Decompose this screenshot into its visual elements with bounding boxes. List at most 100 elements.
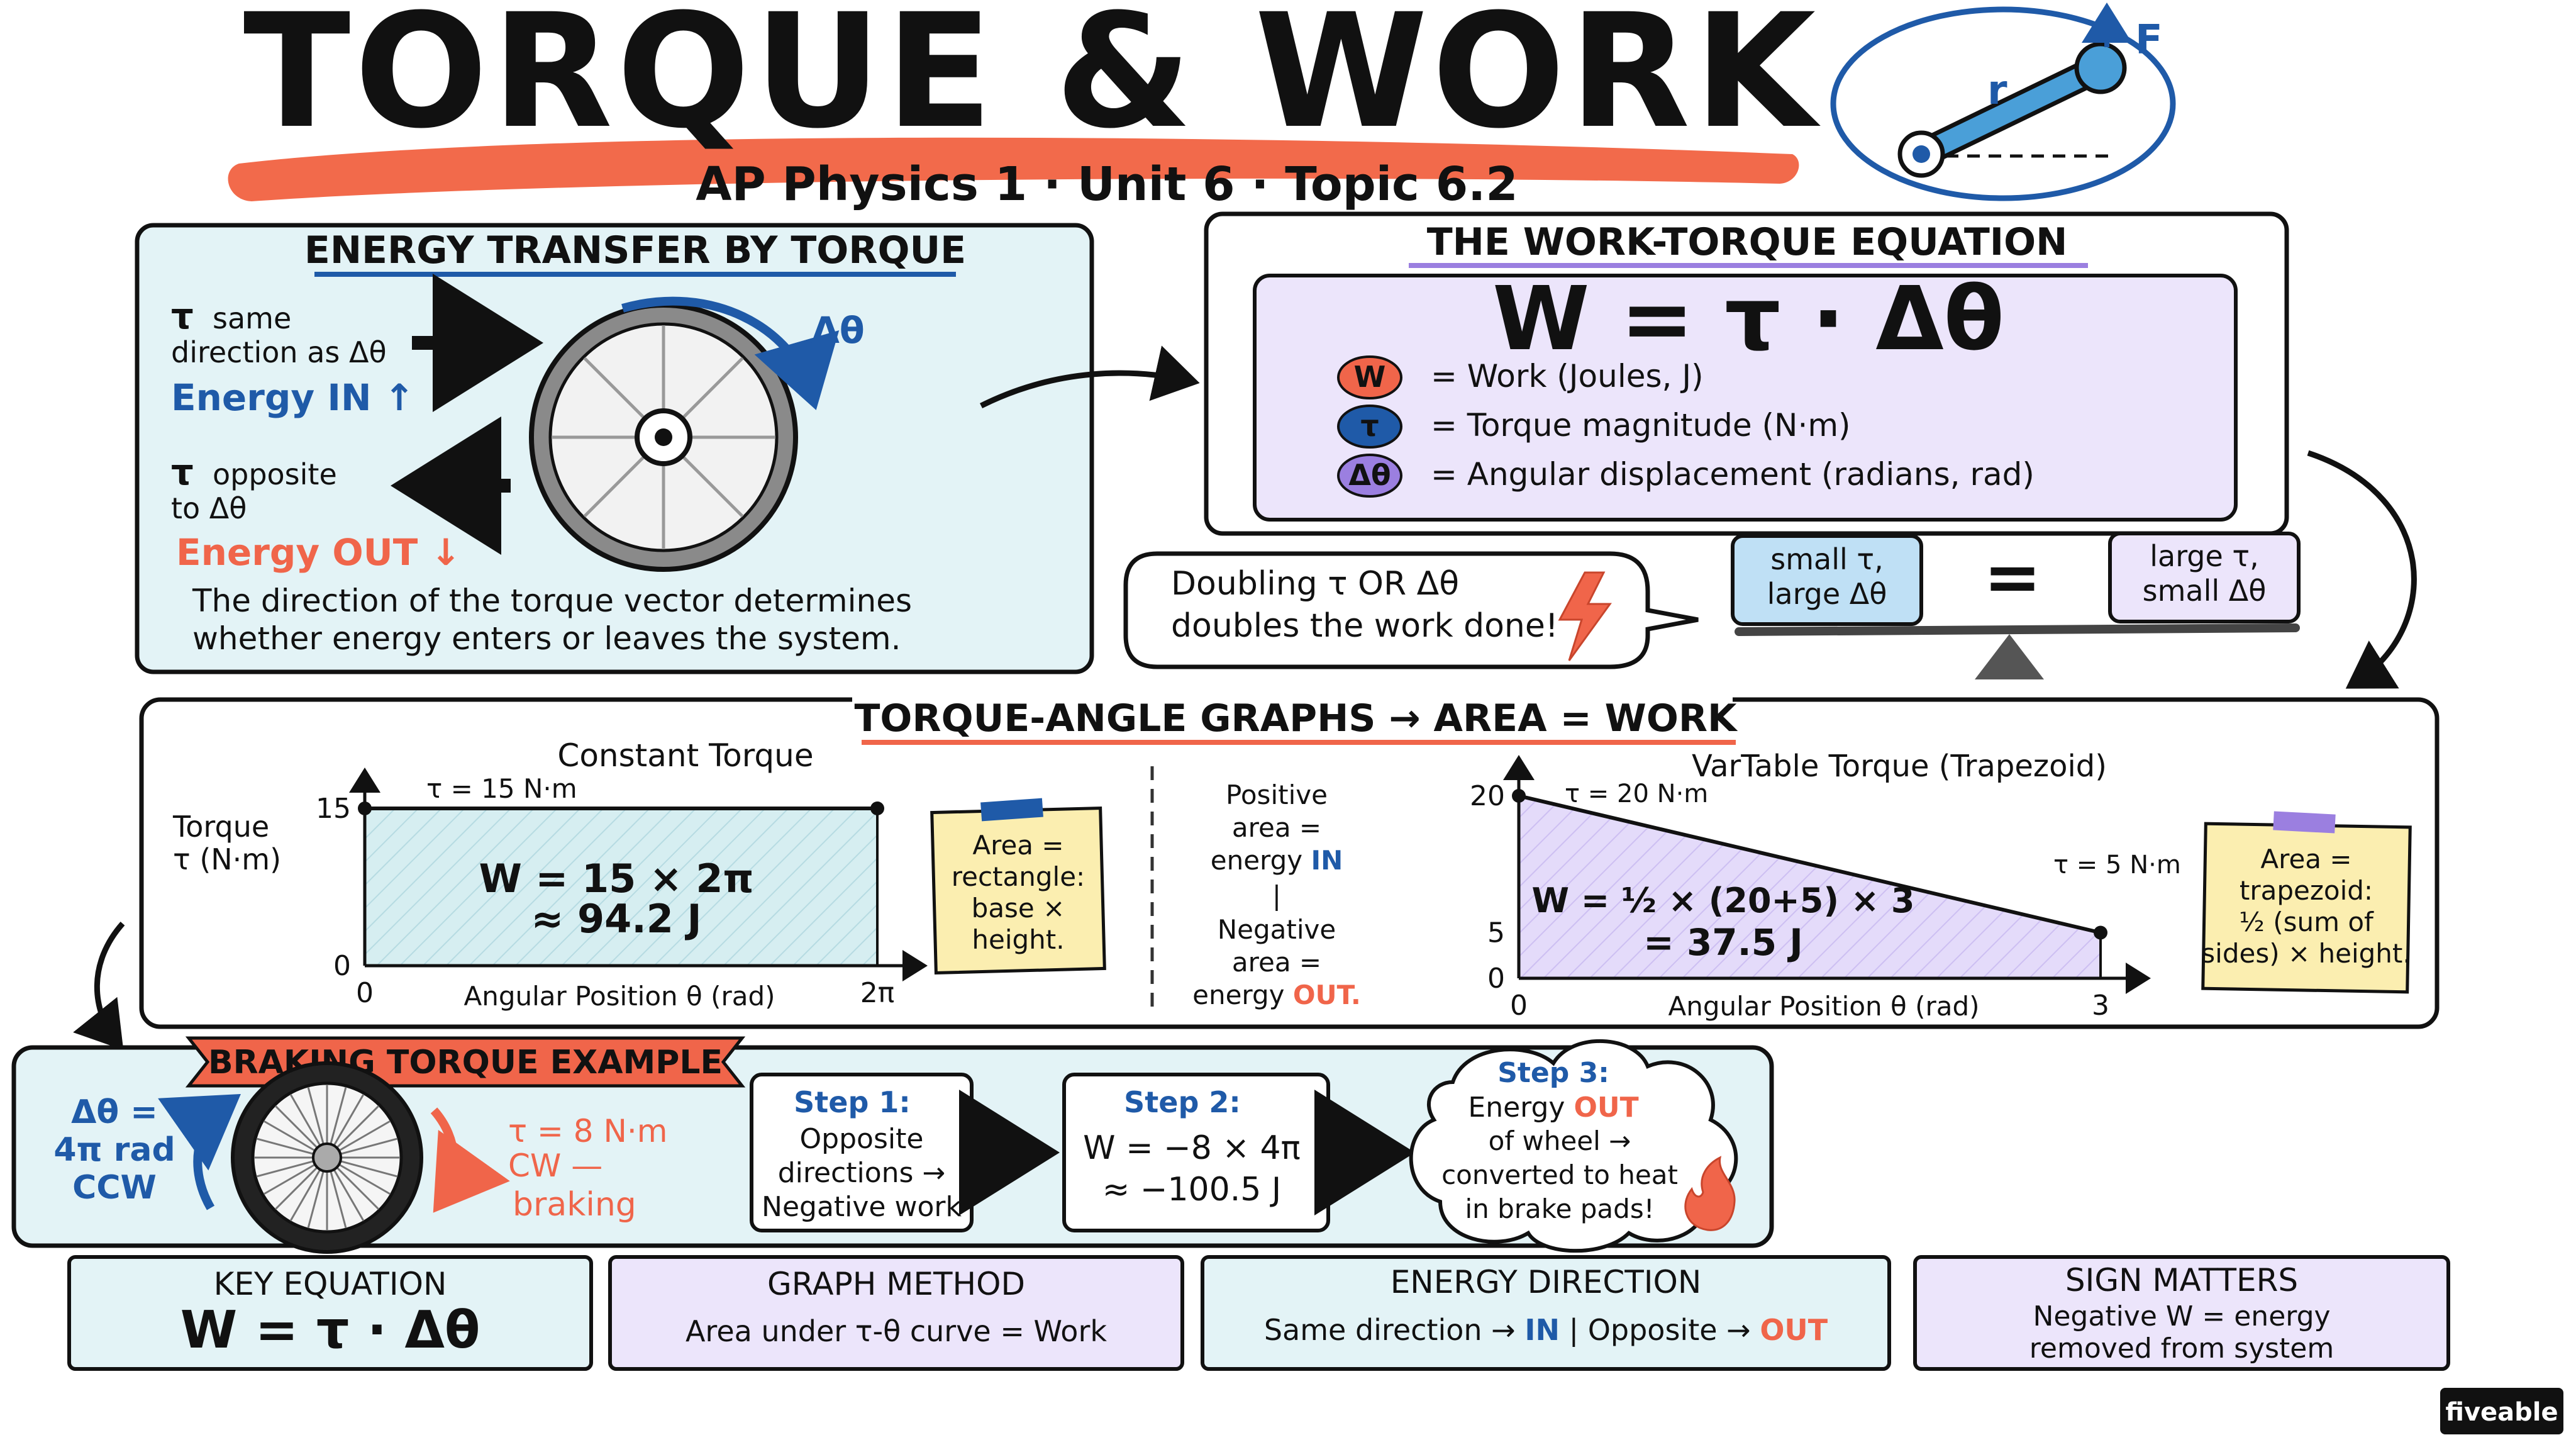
constant-tau-label: τ = 15 N·m bbox=[426, 773, 577, 804]
equation-panel-title: THE WORK-TORQUE EQUATION bbox=[1427, 220, 2068, 264]
summary3-body-pre: Same direction → bbox=[1264, 1313, 1525, 1347]
braking-dtheta-line2: 4π rad bbox=[53, 1131, 175, 1169]
balance-equals: = bbox=[1984, 537, 2041, 617]
variable-xlabel: Angular Position θ (rad) bbox=[1668, 991, 1979, 1022]
energy-note-line2: whether energy enters or leaves the syst… bbox=[192, 620, 901, 657]
doubling-line2: doubles the work done! bbox=[1171, 607, 1558, 645]
braking-tau-line2: CW — bbox=[508, 1148, 602, 1184]
variable-work-line2: = 37.5 J bbox=[1643, 921, 1803, 964]
step3-line1: Energy OUT bbox=[1468, 1092, 1638, 1124]
opposite-line2: to Δθ bbox=[171, 491, 247, 525]
text-line: Area = bbox=[972, 830, 1063, 861]
summary1-body: W = τ · Δθ bbox=[180, 1300, 480, 1360]
same-direction-line1: same bbox=[213, 301, 291, 335]
force-label: F bbox=[2135, 17, 2163, 64]
variable-tau-end-label: τ = 5 N·m bbox=[2053, 851, 2181, 880]
brand-logo: fiveable bbox=[2445, 1398, 2558, 1427]
summary3-body: Same direction → IN | Opposite → OUT bbox=[1264, 1313, 1828, 1348]
fire-icon bbox=[1684, 1156, 1736, 1231]
doubling-line1: Doubling τ OR Δθ bbox=[1171, 565, 1459, 603]
torque-line bbox=[1518, 794, 2101, 935]
equation-title-bg bbox=[1406, 216, 2088, 262]
equation-definitions: W= Work (Joules, J)τ= Torque magnitude (… bbox=[1337, 355, 2035, 498]
rotation-circle bbox=[1830, 6, 2176, 201]
connector-arrow bbox=[979, 345, 1200, 409]
constant-work-line1: W = 15 × 2π bbox=[479, 856, 753, 902]
summary3-title: ENERGY DIRECTION bbox=[1391, 1264, 1702, 1300]
text-line: ≈ −100.5 J bbox=[1102, 1171, 1281, 1209]
step3-line1-pre: Energy bbox=[1468, 1092, 1574, 1124]
x-tick-label: 0 bbox=[1510, 990, 1528, 1022]
variable-work-line1: W = ½ × (20+5) × 3 bbox=[1532, 881, 1915, 920]
summary3-body-mid: | Opposite → bbox=[1560, 1313, 1760, 1348]
page-subtitle: AP Physics 1 · Unit 6 · Topic 6.2 bbox=[696, 157, 1518, 211]
braking-wheel bbox=[231, 1061, 423, 1254]
data-point bbox=[1512, 789, 1526, 803]
text-line: ½ (sum of bbox=[2239, 907, 2374, 937]
y-tick-label: 20 bbox=[1470, 780, 1505, 812]
opposite-line1: opposite bbox=[213, 457, 337, 491]
constant-ylabel-line2: τ (N·m) bbox=[173, 842, 281, 876]
text-line: sides) × height. bbox=[2201, 938, 2411, 969]
y-tick-label: 0 bbox=[1487, 963, 1505, 995]
constant-work-line2: ≈ 94.2 J bbox=[531, 896, 701, 942]
constant-xlabel: Angular Position θ (rad) bbox=[464, 981, 775, 1012]
braking-dtheta-line3: CCW bbox=[72, 1169, 157, 1207]
summary4-title: SIGN MATTERS bbox=[2065, 1262, 2298, 1298]
variable-torque-chart: 20 5 00 3 bbox=[1470, 755, 2151, 1022]
variable-tau-start-label: τ = 20 N·m bbox=[1565, 779, 1708, 808]
graphs-title-bg bbox=[852, 692, 1733, 729]
braking-tau-line3: braking bbox=[513, 1186, 636, 1224]
ccw-arrow bbox=[158, 1093, 241, 1210]
summary4-body-line2: removed from system bbox=[2029, 1332, 2334, 1365]
summary2-title: GRAPH METHOD bbox=[767, 1266, 1025, 1302]
lightning-icon bbox=[1558, 571, 1612, 661]
curve-arrow-down bbox=[2307, 450, 2417, 689]
braking-dtheta-line1: Δθ = bbox=[71, 1093, 158, 1131]
def-symbol: τ bbox=[1360, 409, 1379, 443]
text-line: base × bbox=[972, 893, 1065, 924]
large-tau-line1: large τ, bbox=[2150, 539, 2259, 573]
step2-title: Step 2: bbox=[1124, 1085, 1241, 1119]
equation-box bbox=[1253, 274, 2238, 522]
balance-fulcrum bbox=[1975, 634, 2044, 679]
def-symbol: W bbox=[1354, 360, 1386, 394]
middle-note-line: energy IN bbox=[1211, 845, 1343, 876]
speech-bubble bbox=[1123, 551, 1699, 669]
summary-energy-direction bbox=[1201, 1255, 1891, 1371]
summary3-body-in: IN bbox=[1524, 1313, 1560, 1347]
summary4-body-line1: Negative W = energy bbox=[2033, 1300, 2330, 1332]
dtheta-label: Δθ bbox=[811, 309, 865, 352]
y-tick-label: 15 bbox=[316, 793, 351, 825]
cw-arrow bbox=[430, 1107, 510, 1213]
page-title: TORQUE & WORK bbox=[243, 0, 1821, 163]
def-text: = Work (Joules, J) bbox=[1431, 358, 1704, 394]
summary1-title: KEY EQUATION bbox=[214, 1266, 447, 1302]
energy-panel-title: ENERGY TRANSFER BY TORQUE bbox=[304, 228, 966, 272]
large-tau-box bbox=[2108, 532, 2301, 623]
summary-sign-matters bbox=[1913, 1255, 2450, 1371]
braking-tau-line1: τ = 8 N·m bbox=[508, 1113, 668, 1149]
small-tau-line1: small τ, bbox=[1770, 542, 1883, 576]
data-point bbox=[870, 801, 884, 815]
text-line: in brake pads! bbox=[1465, 1193, 1654, 1224]
x-tick-label: 3 bbox=[2092, 990, 2109, 1022]
small-tau-line2: large Δθ bbox=[1767, 577, 1887, 611]
text-line: W = −8 × 4π bbox=[1083, 1129, 1301, 1167]
curve-arrow-braking bbox=[73, 922, 125, 1051]
wrench-head bbox=[2074, 42, 2127, 94]
text-line: Opposite bbox=[800, 1123, 924, 1155]
step1-title: Step 1: bbox=[794, 1085, 911, 1119]
large-tau-line2: small Δθ bbox=[2143, 574, 2267, 608]
text-line: Negative work bbox=[762, 1191, 962, 1223]
text-line: of wheel → bbox=[1489, 1125, 1631, 1156]
text-line: height. bbox=[972, 924, 1064, 955]
small-tau-box bbox=[1731, 534, 1923, 626]
energy-out-label: Energy OUT ↓ bbox=[176, 531, 461, 574]
area-under-curve bbox=[365, 808, 877, 966]
constant-sticky-note bbox=[930, 798, 1106, 975]
y-tick-label: 5 bbox=[1487, 917, 1505, 949]
